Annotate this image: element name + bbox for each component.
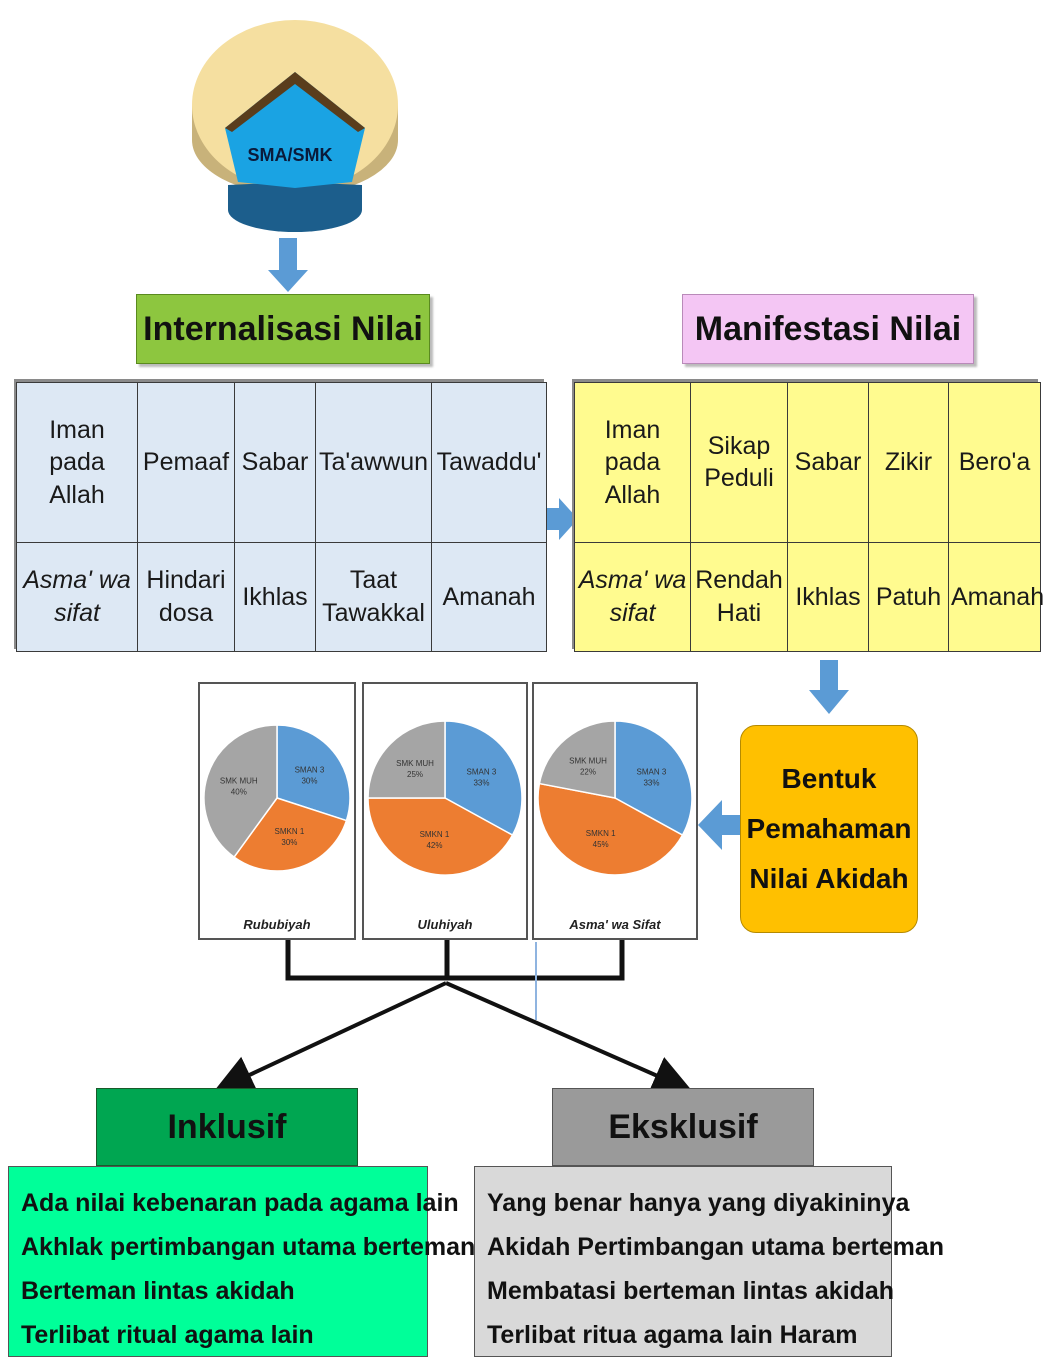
- pie-caption: Rububiyah: [243, 917, 311, 932]
- pie-svg: SMAN 3 33% SMKN 1 45% SMK MUH 22%: [537, 720, 693, 876]
- pie-slice-percent: 33%: [473, 778, 489, 787]
- eksklusif-item: Membatasi berteman lintas akidah: [487, 1277, 895, 1305]
- man-cell: Iman pada Allah: [574, 382, 691, 543]
- inklusif-title: Inklusif: [96, 1088, 358, 1166]
- pie-chart-asma-wa-sifat: SMAN 3 33% SMKN 1 45% SMK MUH 22% Asma' wa Si…: [532, 682, 698, 940]
- int-cell: Ta'awwun: [315, 382, 432, 543]
- eksklusif-list: Yang benar hanya yang diyakininya Akidah…: [474, 1166, 945, 1357]
- arrow-down-school: [268, 238, 308, 292]
- pie-svg: SMAN 3 33% SMKN 1 42% SMK MUH 25%: [367, 720, 523, 876]
- int-cell: Ikhlas: [234, 541, 316, 653]
- pie-slice-sman-3: [614, 720, 693, 837]
- manifestasi-title: Manifestasi Nilai: [682, 294, 974, 364]
- pie-slice-label: SMKN 1: [275, 827, 305, 836]
- pie-slice-label: SMAN 3: [295, 765, 325, 774]
- pie-slice-label: SMAN 3: [637, 767, 667, 776]
- pie-slice-sman-3: [276, 724, 351, 822]
- manifestasi-table: Iman pada Allah Sikap Peduli Sabar Zikir…: [574, 382, 1044, 653]
- pie-slice-smk-muh: [203, 724, 278, 859]
- bentuk-line: Bentuk: [781, 763, 877, 794]
- eksklusif-item: Akidah Pertimbangan utama berteman: [487, 1233, 945, 1261]
- eksklusif-item: Terlibat ritua agama lain Haram: [487, 1321, 858, 1349]
- man-cell: Sikap Peduli: [690, 382, 788, 543]
- pie-caption: Asma' wa Sifat: [569, 917, 661, 932]
- pie-svg: SMAN 3 30% SMKN 1 30% SMK MUH 40%: [203, 724, 351, 872]
- int-cell: Hindari dosa: [137, 541, 235, 653]
- pie-slice-percent: 42%: [426, 841, 442, 850]
- int-cell: Tawaddu': [431, 382, 547, 543]
- arrow-left-bentuk: [698, 800, 742, 850]
- int-cell: Asma' wa sifat: [16, 541, 138, 653]
- school-cylinder-icon: [192, 20, 398, 232]
- bentuk-line: Pemahaman: [746, 813, 912, 844]
- man-cell: Bero'a: [948, 382, 1041, 543]
- man-cell: Amanah: [948, 541, 1044, 653]
- inklusif-item: Terlibat ritual agama lain: [21, 1321, 314, 1349]
- pie-chart-rububiyah: SMAN 3 30% SMKN 1 30% SMK MUH 40% Rububiyah: [198, 682, 356, 940]
- pie-slice-percent: 25%: [407, 770, 423, 779]
- inklusif-item: Akhlak pertimbangan utama berteman: [21, 1233, 476, 1261]
- inklusif-list: Ada nilai kebenaran pada agama lain Akhl…: [8, 1166, 476, 1357]
- man-cell: Rendah Hati: [690, 541, 788, 653]
- pie-slice-percent: 33%: [643, 778, 659, 787]
- man-cell: Asma' wa sifat: [574, 541, 691, 653]
- pie-slice-smk-muh: [538, 720, 616, 799]
- pie-slice-smkn-1: [233, 797, 348, 872]
- int-cell: Iman pada Allah: [16, 382, 138, 543]
- pie-slice-smkn-1: [367, 797, 514, 876]
- man-cell: Sabar: [787, 382, 869, 543]
- pie-slice-percent: 30%: [281, 838, 297, 847]
- pie-slice-percent: 30%: [301, 776, 317, 785]
- pie-slice-label: SMKN 1: [420, 830, 450, 839]
- man-cell: Patuh: [868, 541, 949, 653]
- man-cell: Ikhlas: [787, 541, 869, 653]
- arrow-right-tables: [545, 498, 578, 540]
- pie-slice-percent: 45%: [593, 840, 609, 849]
- pie-slice-label: SMK MUH: [220, 777, 258, 786]
- pie-slice-smkn-1: [537, 782, 684, 876]
- int-cell: Sabar: [234, 382, 316, 543]
- pie-slice-sman-3: [444, 720, 523, 837]
- int-cell: Pemaaf: [137, 382, 235, 543]
- bentuk-line: Nilai Akidah: [749, 863, 909, 894]
- school-label: SMA/SMK: [247, 144, 333, 165]
- man-cell: Zikir: [868, 382, 949, 543]
- pie-chart-uluhiyah: SMAN 3 33% SMKN 1 42% SMK MUH 25% Uluhiyah: [362, 682, 528, 940]
- pie-slice-percent: 22%: [580, 767, 596, 776]
- eksklusif-item: Yang benar hanya yang diyakininya: [487, 1189, 910, 1217]
- eksklusif-title: Eksklusif: [552, 1088, 814, 1166]
- int-cell: Amanah: [431, 541, 547, 653]
- inklusif-item: Ada nilai kebenaran pada agama lain: [21, 1189, 459, 1217]
- pie-slice-smk-muh: [367, 720, 446, 799]
- arrow-down-manifestasi: [809, 660, 849, 714]
- pie-caption: Uluhiyah: [417, 917, 473, 932]
- pie-slice-label: SMK MUH: [396, 759, 434, 768]
- pie-slice-percent: 40%: [231, 788, 247, 797]
- internalisasi-title: Internalisasi Nilai: [136, 294, 430, 364]
- pie-slice-label: SMKN 1: [586, 829, 616, 838]
- pie-slice-label: SMAN 3: [467, 767, 497, 776]
- pie-slice-label: SMK MUH: [569, 756, 607, 765]
- inklusif-item: Berteman lintas akidah: [21, 1277, 295, 1305]
- int-cell: Taat Tawakkal: [315, 541, 432, 653]
- internalisasi-table: Iman pada Allah Pemaaf Sabar Ta'awwun Ta…: [16, 382, 547, 653]
- bentuk-box: Bentuk Pemahaman Nilai Akidah: [740, 725, 918, 933]
- pie-bracket: [285, 940, 625, 981]
